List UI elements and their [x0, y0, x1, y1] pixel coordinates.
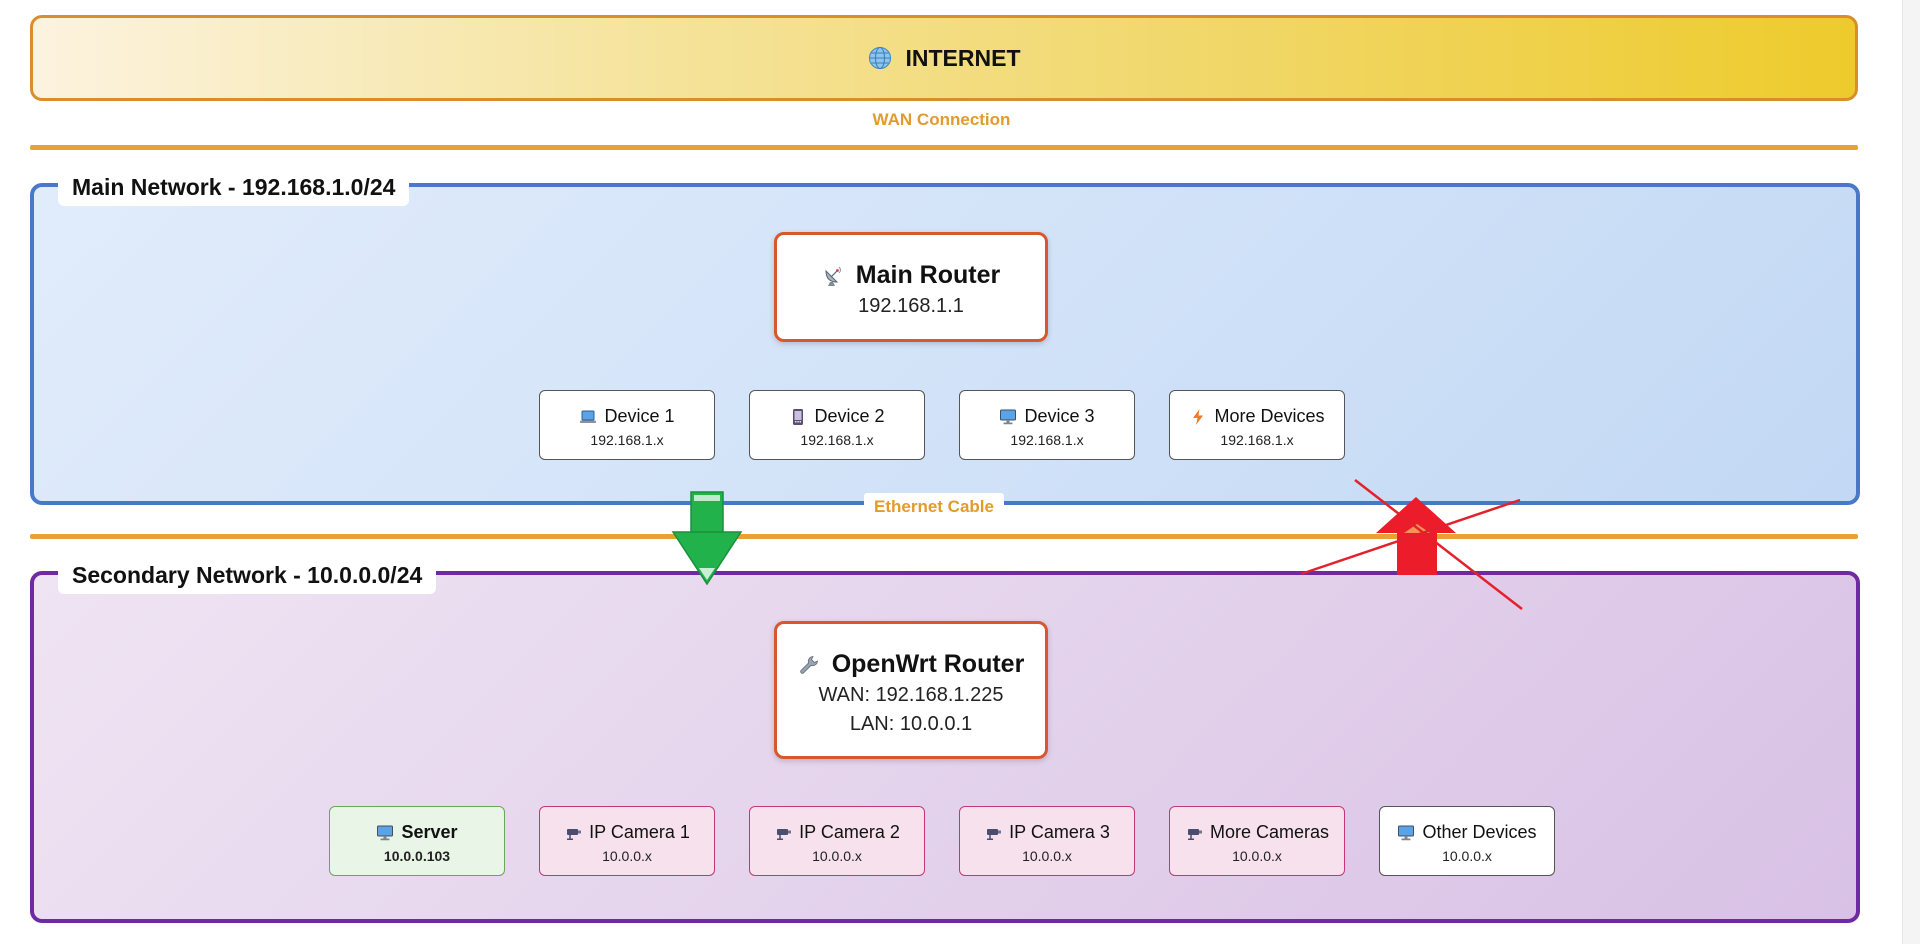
- ethernet-cable-line: [30, 534, 1858, 539]
- ip-camera-card-1[interactable]: IP Camera 1 10.0.0.x: [539, 806, 715, 876]
- camera-icon: [777, 828, 792, 840]
- openwrt-router-wan: WAN: 192.168.1.225: [818, 684, 1004, 706]
- device-ip: 10.0.0.103: [383, 848, 451, 864]
- device-name: Other Devices: [1422, 822, 1537, 842]
- more-cameras-card[interactable]: More Cameras 10.0.0.x: [1169, 806, 1345, 876]
- device-card-1[interactable]: Device 1 192.168.1.x: [539, 390, 715, 460]
- device-ip: 10.0.0.x: [812, 848, 862, 864]
- device-ip: 10.0.0.x: [1442, 848, 1492, 864]
- server-card[interactable]: Server 10.0.0.103: [329, 806, 505, 876]
- device-name: IP Camera 1: [589, 822, 690, 842]
- desktop-icon: [1398, 825, 1415, 840]
- ethernet-cable-label: Ethernet Cable: [864, 493, 1004, 521]
- laptop-icon: [580, 410, 597, 423]
- main-router-ip: 192.168.1.1: [858, 295, 964, 317]
- device-card-4[interactable]: More Devices 192.168.1.x: [1169, 390, 1345, 460]
- secondary-network-title: Secondary Network - 10.0.0.0/24: [58, 557, 437, 594]
- device-name: IP Camera 2: [799, 822, 900, 842]
- desktop-icon: [377, 825, 394, 840]
- satellite-dish-icon: [825, 266, 841, 286]
- device-name: Device 3: [1024, 406, 1095, 426]
- device-card-2[interactable]: Device 2 192.168.1.x: [749, 390, 925, 460]
- device-ip: 10.0.0.x: [1022, 848, 1072, 864]
- internet-banner: INTERNET: [30, 15, 1858, 101]
- internet-label: INTERNET: [905, 44, 1021, 71]
- device-ip: 192.168.1.x: [800, 432, 874, 448]
- device-name: Device 1: [604, 406, 675, 426]
- device-ip: 10.0.0.x: [602, 848, 652, 864]
- device-ip: 192.168.1.x: [590, 432, 664, 448]
- openwrt-router-lan: LAN: 10.0.0.1: [849, 713, 973, 735]
- device-name: Server: [401, 822, 458, 842]
- wrench-icon: [800, 655, 818, 674]
- desktop-icon: [1000, 409, 1017, 424]
- globe-icon: [868, 46, 891, 70]
- phone-icon: [793, 408, 804, 425]
- device-name: IP Camera 3: [1009, 822, 1110, 842]
- wan-connection-label: WAN Connection: [872, 110, 1011, 129]
- openwrt-router-card[interactable]: OpenWrt Router WAN: 192.168.1.225 LAN: 1…: [774, 621, 1048, 759]
- device-ip: 192.168.1.x: [1010, 432, 1084, 448]
- other-devices-card[interactable]: Other Devices 10.0.0.x: [1379, 806, 1555, 876]
- device-name: Device 2: [814, 406, 885, 426]
- wan-connection-line: [30, 145, 1858, 150]
- page-scrollbar[interactable]: [1902, 0, 1920, 944]
- camera-icon: [987, 828, 1002, 840]
- device-name: More Cameras: [1209, 822, 1330, 842]
- main-router-card[interactable]: Main Router 192.168.1.1: [774, 232, 1048, 342]
- camera-icon: [1187, 828, 1202, 840]
- ip-camera-card-2[interactable]: IP Camera 2 10.0.0.x: [749, 806, 925, 876]
- device-ip: 10.0.0.x: [1232, 848, 1282, 864]
- device-ip: 192.168.1.x: [1220, 432, 1294, 448]
- lightning-icon: [1193, 408, 1204, 425]
- device-card-3[interactable]: Device 3 192.168.1.x: [959, 390, 1135, 460]
- device-name: More Devices: [1214, 406, 1325, 426]
- ip-camera-card-3[interactable]: IP Camera 3 10.0.0.x: [959, 806, 1135, 876]
- camera-icon: [567, 828, 582, 840]
- main-network-title: Main Network - 192.168.1.0/24: [58, 169, 410, 206]
- openwrt-router-name: OpenWrt Router: [831, 650, 1025, 678]
- main-router-name: Main Router: [855, 261, 1001, 289]
